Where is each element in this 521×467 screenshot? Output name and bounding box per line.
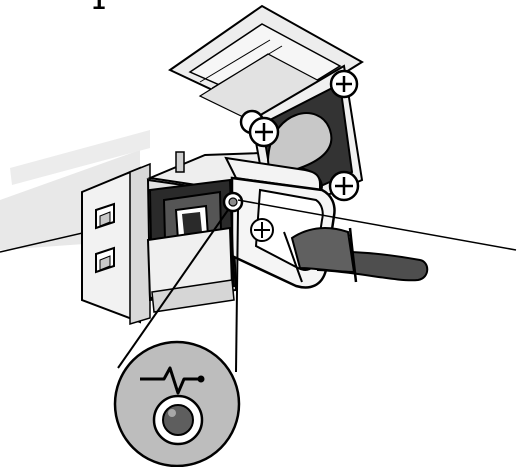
bracket-slot-lower	[95, 246, 115, 274]
led-indicator-icon	[152, 394, 204, 446]
bracket-slot-upper	[95, 202, 115, 230]
magnifier-leader	[117, 209, 239, 373]
callout-number: 1	[92, 0, 106, 15]
power-status-symbol-icon	[140, 366, 205, 395]
led-inset	[113, 340, 241, 467]
ac-inlet	[146, 178, 236, 313]
chassis-bracket	[81, 162, 151, 326]
power-status-led	[222, 191, 244, 213]
screw-top-right	[329, 69, 359, 99]
callout-leader	[237, 199, 517, 251]
screw-middle-left	[248, 116, 280, 148]
power-cable	[283, 227, 429, 283]
screw-bottom-right	[328, 170, 360, 202]
